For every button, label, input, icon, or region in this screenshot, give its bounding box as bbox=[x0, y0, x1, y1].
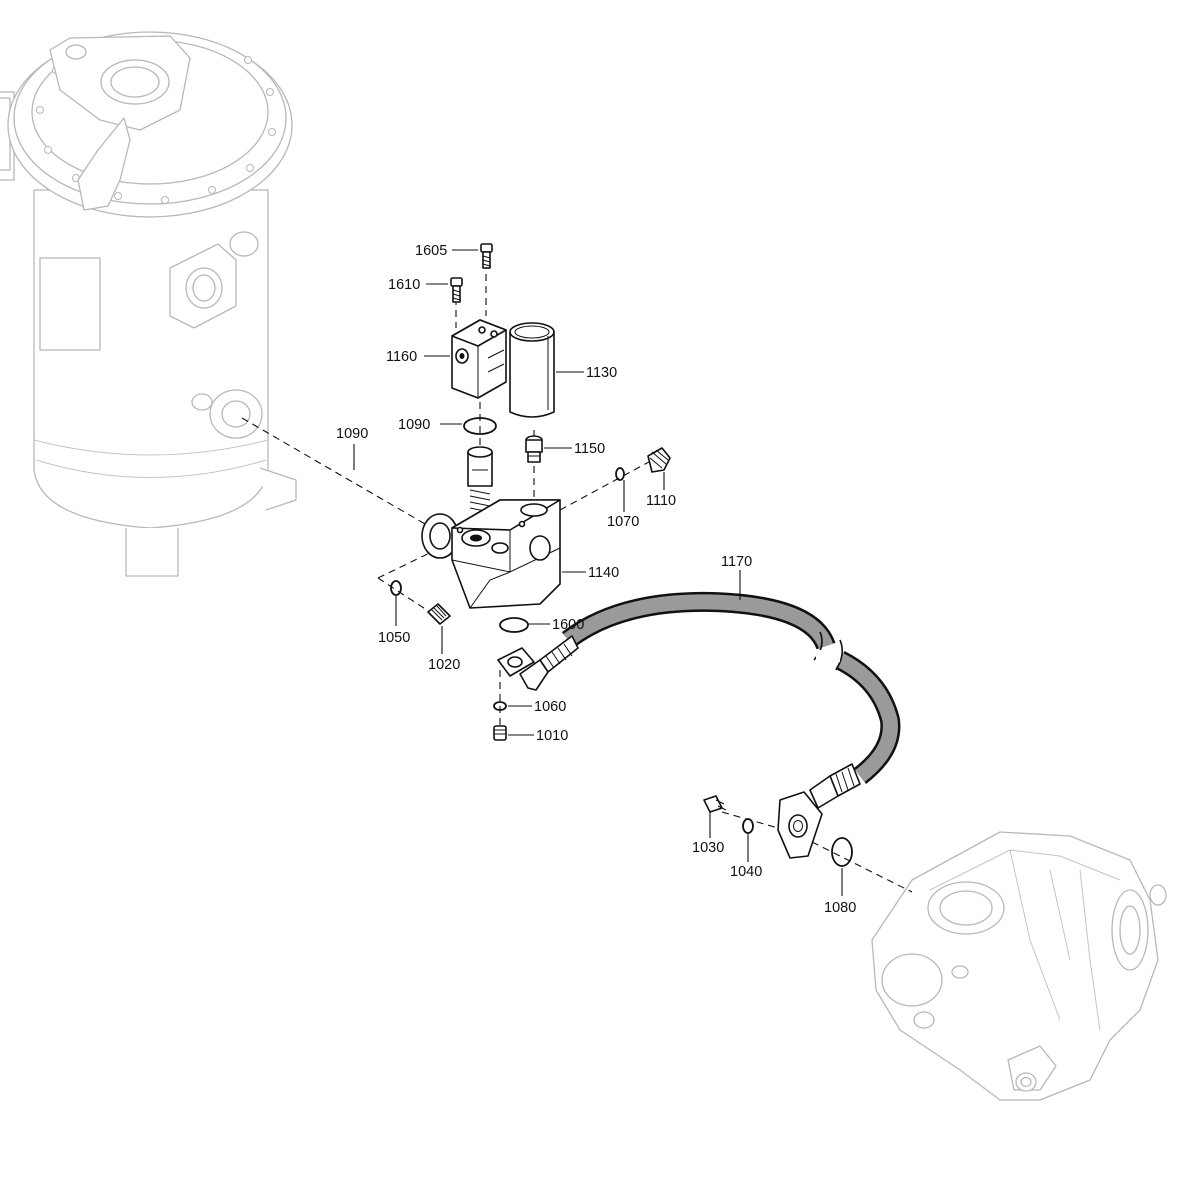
flange-bolt-circle bbox=[36, 40, 276, 204]
callout-1050: 1050 bbox=[378, 630, 410, 646]
hose-1170 bbox=[497, 591, 901, 859]
callout-1170: 1170 bbox=[721, 554, 752, 570]
callout-1030: 1030 bbox=[692, 840, 724, 856]
o-ring-1090-upper bbox=[463, 417, 497, 435]
plug-1110 bbox=[647, 447, 671, 473]
o-ring-1080 bbox=[831, 837, 853, 867]
washer-1060 bbox=[493, 701, 507, 711]
callout-1130: 1130 bbox=[586, 365, 617, 381]
callout-1110: 1110 bbox=[646, 493, 676, 509]
callout-1020: 1020 bbox=[428, 657, 460, 673]
callout-1080: 1080 bbox=[824, 900, 856, 916]
callout-1040: 1040 bbox=[730, 864, 762, 880]
callout-labels: 1605 1610 1160 1130 1090 1090 1150 1110 … bbox=[336, 243, 856, 916]
bolt-1030 bbox=[703, 795, 727, 813]
washer-1050 bbox=[390, 580, 402, 596]
ghost-compressor-block bbox=[871, 831, 1167, 1101]
assembly-centerlines bbox=[241, 262, 913, 893]
callout-1605: 1605 bbox=[415, 243, 447, 259]
callout-1610: 1610 bbox=[388, 277, 420, 293]
callout-leaders bbox=[353, 249, 843, 896]
o-ring-1600 bbox=[499, 617, 529, 633]
valve-insert bbox=[467, 446, 493, 513]
callout-1140: 1140 bbox=[588, 565, 619, 581]
callout-1150: 1150 bbox=[574, 441, 605, 457]
filter-head-1160 bbox=[451, 319, 507, 399]
filter-cartridge-1130 bbox=[509, 322, 555, 418]
ghost-separator-vessel bbox=[0, 31, 297, 577]
nipple-1150 bbox=[525, 435, 543, 463]
bolt-1020 bbox=[427, 603, 451, 625]
callout-1090-upper: 1090 bbox=[398, 417, 430, 433]
callout-1060: 1060 bbox=[534, 699, 566, 715]
callout-1010: 1010 bbox=[536, 728, 568, 744]
callout-1600: 1600 bbox=[552, 617, 584, 633]
valve-block-1140 bbox=[421, 499, 561, 609]
seal-ring-1070 bbox=[615, 467, 625, 481]
callout-1160: 1160 bbox=[386, 349, 417, 365]
bolt-1010 bbox=[493, 725, 507, 741]
washer-1040 bbox=[742, 818, 754, 834]
callout-1070: 1070 bbox=[607, 514, 639, 530]
bolt-1605 bbox=[480, 243, 493, 269]
bolt-1610 bbox=[450, 277, 463, 303]
callout-1090-vessel: 1090 bbox=[336, 426, 368, 442]
